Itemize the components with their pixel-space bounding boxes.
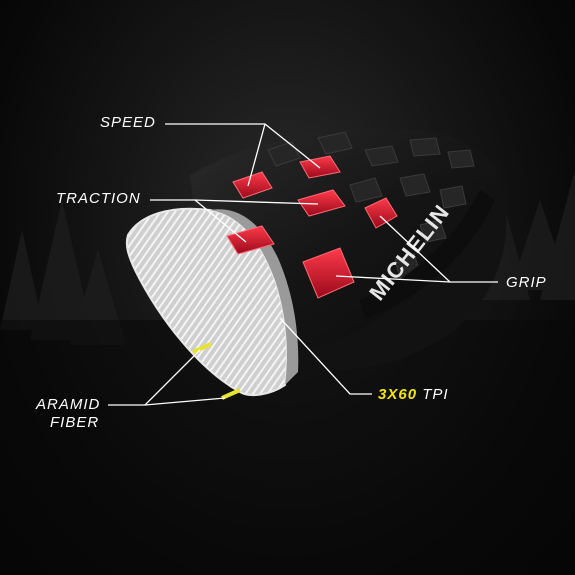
tread-knobs — [267, 131, 475, 279]
grip-knob — [364, 197, 398, 229]
speed-knob — [232, 171, 273, 199]
highlighted-tread-blocks — [226, 155, 398, 299]
aramid-label-line2: FIBER — [50, 414, 100, 431]
tpi-label: 3X60 TPI — [378, 386, 449, 404]
speed-label: SPEED — [100, 114, 156, 131]
tire: MICHELIN — [125, 129, 507, 400]
traction-knob — [297, 189, 346, 217]
tpi-unit: TPI — [417, 386, 449, 403]
aramid-fiber-strand — [221, 388, 241, 400]
aramid-fiber-strand — [192, 342, 212, 354]
speed-knob — [299, 155, 341, 179]
callout-lines — [108, 123, 498, 406]
aramid-label-line1: ARAMID — [36, 396, 101, 413]
grip-knob — [302, 247, 355, 299]
grip-label: GRIP — [506, 274, 547, 291]
traction-knob — [226, 225, 275, 255]
tpi-number: 3X60 — [378, 386, 418, 403]
traction-label: TRACTION — [56, 190, 141, 207]
